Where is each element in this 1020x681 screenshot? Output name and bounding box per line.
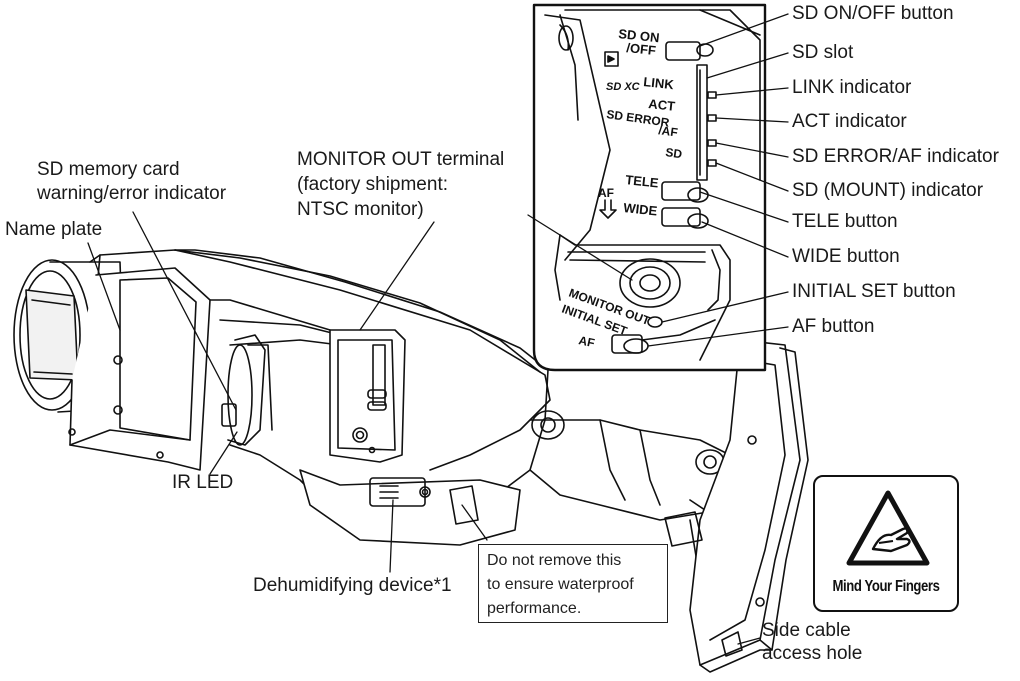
- label-af-button: AF button: [792, 316, 875, 337]
- mark-af-button: AF: [577, 333, 596, 350]
- label-act-indicator: ACT indicator: [792, 111, 907, 132]
- label-side-cable-line2: access hole: [762, 643, 863, 664]
- mark-wide: WIDE: [623, 200, 659, 219]
- label-monitor-out-line3: NTSC monitor): [297, 199, 424, 220]
- label-ir-led: IR LED: [172, 472, 234, 493]
- camera-body: [13, 249, 809, 673]
- label-sd-error-af-indicator: SD ERROR/AF indicator: [792, 146, 999, 167]
- label-name-plate: Name plate: [5, 219, 103, 240]
- waterproof-note-box: Do not remove this to ensure waterproof …: [478, 544, 668, 623]
- pinch-hazard-icon: [846, 490, 930, 566]
- mark-tele: TELE: [625, 172, 660, 190]
- note-line-2: to ensure waterproof: [487, 576, 634, 593]
- label-monitor-out-line1: MONITOR OUT terminal: [297, 149, 505, 170]
- inset-panel: [532, 3, 767, 372]
- label-side-cable-line1: Side cable: [762, 620, 851, 641]
- label-sd-warning-line2: warning/error indicator: [37, 183, 227, 204]
- label-sd-warning-line1: SD memory card: [37, 159, 180, 180]
- label-link-indicator: LINK indicator: [792, 77, 912, 98]
- mark-sd-on: SD ON: [618, 26, 661, 45]
- label-dehumidifying-device: Dehumidifying device*1: [253, 575, 452, 596]
- label-tele-button: TELE button: [792, 211, 898, 232]
- warning-text: Mind Your Fingers: [832, 578, 940, 595]
- label-initial-set-button: INITIAL SET button: [792, 281, 956, 302]
- label-monitor-out-line2: (factory shipment:: [297, 174, 448, 195]
- mark-sd: SD: [665, 145, 684, 161]
- mark-link: LINK: [643, 74, 675, 92]
- mark-af: AF: [598, 186, 614, 200]
- label-sd-mount-indicator: SD (MOUNT) indicator: [792, 180, 984, 201]
- label-sd-onoff-button: SD ON/OFF button: [792, 3, 954, 24]
- sdxc-logo: SD XC: [606, 81, 641, 93]
- note-line-3: performance.: [487, 600, 582, 617]
- leader-lines: [87, 13, 789, 645]
- note-line-1: Do not remove this: [487, 552, 622, 569]
- label-sd-slot: SD slot: [792, 42, 854, 63]
- mark-af-slash: /AF: [658, 123, 679, 140]
- mind-your-fingers-label: Mind Your Fingers: [813, 475, 959, 612]
- mark-off: /OFF: [626, 40, 657, 58]
- label-wide-button: WIDE button: [792, 246, 900, 267]
- mark-act: ACT: [648, 96, 676, 114]
